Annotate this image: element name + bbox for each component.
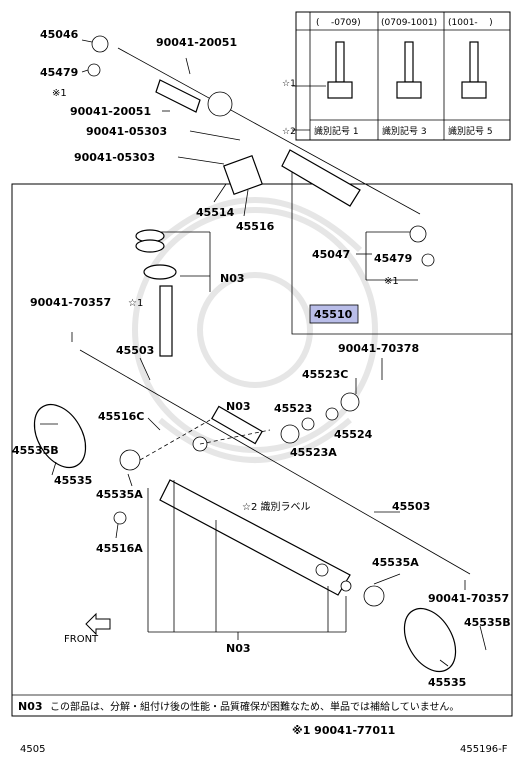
callout-90041-70357-left[interactable]: 90041-70357 xyxy=(30,296,111,309)
callout-45535b-right[interactable]: 45535B xyxy=(464,616,511,629)
id-table-header-1: ( -0709) xyxy=(316,18,361,28)
callout-45523[interactable]: 45523 xyxy=(274,402,312,415)
callout-45516c[interactable]: 45516C xyxy=(98,410,144,423)
id-table: ( -0709) (0709-1001) (1001- ) ☆1 ☆2 識別記号… xyxy=(282,11,511,141)
callout-n03-mid[interactable]: N03 xyxy=(226,400,251,413)
rack-housing xyxy=(33,349,471,673)
id-code-1: 識別記号 1 xyxy=(314,125,359,137)
callout-45516[interactable]: 45516 xyxy=(236,220,275,233)
note1-right: ※1 xyxy=(384,276,399,287)
front-arrow-icon xyxy=(85,612,111,636)
callout-45479-right[interactable]: 45479 xyxy=(374,252,412,265)
note1-left: ※1 xyxy=(52,88,67,99)
star1-label: ☆1 xyxy=(128,298,143,309)
callout-n03-bottom[interactable]: N03 xyxy=(226,642,251,655)
callout-90041-05303-a[interactable]: 90041-05303 xyxy=(86,125,167,138)
callout-45535b-left[interactable]: 45535B xyxy=(12,444,59,457)
callout-45535-right[interactable]: 45535 xyxy=(428,676,466,689)
callout-45503-top[interactable]: 45503 xyxy=(116,344,154,357)
callout-45514[interactable]: 45514 xyxy=(196,206,235,219)
front-label: FRONT xyxy=(64,634,99,645)
callout-45510[interactable]: 45510 xyxy=(314,308,353,321)
diagram-right-code: 455196-F xyxy=(460,744,508,755)
callout-45047[interactable]: 45047 xyxy=(312,248,350,261)
star2-id-label: ☆2 識別ラベル xyxy=(242,500,311,513)
callout-45523a[interactable]: 45523A xyxy=(290,446,337,459)
pinion-parts xyxy=(135,229,177,357)
callout-n03-top[interactable]: N03 xyxy=(220,272,245,285)
callout-45503-bottom[interactable]: 45503 xyxy=(392,500,430,513)
id-table-row1-label: ☆1 xyxy=(282,79,296,89)
callouts: 45046 45479 ※1 90041-20051 90041-20051 9… xyxy=(12,28,511,689)
callout-45479-left[interactable]: 45479 xyxy=(40,66,78,79)
id-table-row2-label: ☆2 xyxy=(282,127,296,137)
callout-45535a-right[interactable]: 45535A xyxy=(372,556,419,569)
callout-90041-70378[interactable]: 90041-70378 xyxy=(338,342,419,355)
callout-90041-20051-mid[interactable]: 90041-20051 xyxy=(70,105,151,118)
diagram-left-code: 4505 xyxy=(20,744,45,755)
callout-90041-70357-right[interactable]: 90041-70357 xyxy=(428,592,509,605)
id-code-2: 識別記号 3 xyxy=(382,125,427,137)
callout-45535a-left[interactable]: 45535A xyxy=(96,488,143,501)
leader-lines xyxy=(40,39,487,667)
outer-rack-assembly xyxy=(87,35,435,267)
callout-45535-left[interactable]: 45535 xyxy=(54,474,92,487)
callout-90041-05303-b[interactable]: 90041-05303 xyxy=(74,151,155,164)
id-table-header-3: (1001- ) xyxy=(448,18,493,28)
pinion-shaft-illustration xyxy=(327,41,487,99)
callout-90041-20051-top[interactable]: 90041-20051 xyxy=(156,36,237,49)
footnote-code: N03 xyxy=(18,700,43,713)
callout-45523c[interactable]: 45523C xyxy=(302,368,348,381)
callout-45046[interactable]: 45046 xyxy=(40,28,79,41)
id-table-header-2: (0709-1001) xyxy=(381,18,437,28)
callout-45524[interactable]: 45524 xyxy=(334,428,373,441)
callout-45516a[interactable]: 45516A xyxy=(96,542,143,555)
selected-part-highlight xyxy=(309,304,359,324)
watermark-logo xyxy=(132,197,378,463)
footnote-text: この部品は、分解・組付け後の性能・品質確保が困難なため、単品では補給していません… xyxy=(50,700,459,713)
bottom-note-part: ※1 90041-77011 xyxy=(292,724,395,737)
id-code-3: 識別記号 5 xyxy=(448,125,493,137)
